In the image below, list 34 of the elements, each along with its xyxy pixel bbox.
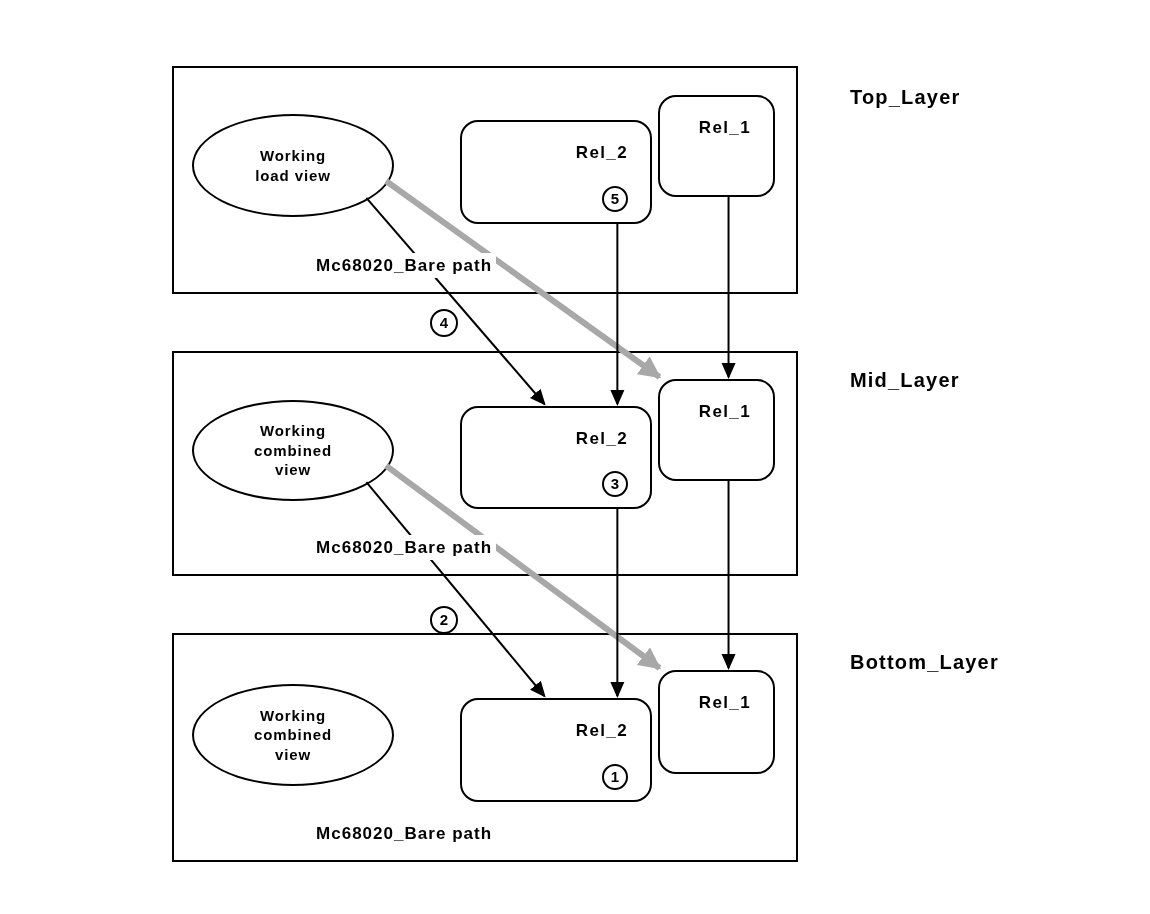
- release-name: Rel_1: [698, 117, 751, 139]
- release-box: [460, 120, 652, 224]
- edge-label: 2: [430, 606, 458, 634]
- layer-heading: Top_Layer: [850, 85, 961, 110]
- layer-box: [172, 351, 798, 576]
- view-name: Working combined view: [252, 705, 333, 765]
- arrow: [721, 194, 736, 379]
- arrow: [365, 481, 546, 698]
- release-box: [658, 95, 775, 197]
- step-number: 1: [602, 764, 628, 790]
- shaded-arrow: [384, 463, 662, 671]
- release-name: Rel_1: [698, 692, 751, 714]
- release-box: [460, 406, 652, 509]
- layer-box: [172, 633, 798, 862]
- step-number: 3: [602, 471, 628, 497]
- release-name: Rel_2: [575, 720, 628, 742]
- layer-heading: Bottom_Layer: [850, 650, 999, 675]
- release-name: Rel_2: [575, 428, 628, 450]
- arrow: [721, 478, 736, 670]
- release-name: Rel_2: [575, 142, 628, 164]
- layer-heading: Mid_Layer: [850, 368, 960, 393]
- release-box: [460, 698, 652, 802]
- layer-box: [172, 66, 798, 294]
- shaded-arrow: [384, 178, 662, 380]
- step-number: 5: [602, 186, 628, 212]
- release-box: [658, 670, 775, 774]
- view-name: Working combined view: [252, 421, 333, 480]
- edge-label: 4: [430, 309, 458, 337]
- view-name: Working load view: [254, 146, 332, 185]
- arrow: [610, 506, 625, 698]
- arrow: [365, 196, 546, 406]
- release-name: Rel_1: [698, 401, 751, 423]
- release-box: [658, 379, 775, 481]
- arrow: [610, 221, 625, 406]
